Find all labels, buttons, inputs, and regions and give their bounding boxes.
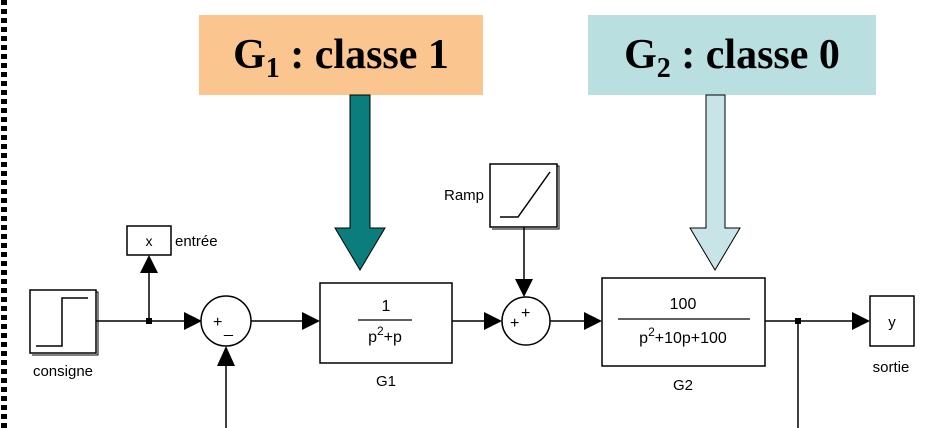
sum1-minus-sign: _ [223,320,234,337]
callout-g2-box [588,15,876,95]
g1-label: G1 [376,373,396,390]
arrowhead-ramp [515,279,533,297]
g2-label: G2 [673,377,693,394]
sortie-label: sortie [873,359,910,376]
display-x-text: x [146,233,153,249]
callout-g2-arrow [689,94,741,271]
step-block-shadow [32,291,99,356]
callout-g1-box [199,15,483,95]
ramp-label: Ramp [444,187,484,204]
callout-g2-label: G2 : classe 0 [624,32,840,84]
arrowhead-output [852,312,870,330]
arrowhead-g1-in [302,312,320,330]
entree-label: entrée [175,233,218,250]
sum2-plus-sign-left: + [510,315,519,332]
ramp-block-shadow [492,165,560,230]
step-icon [36,297,88,347]
g1-block[interactable] [319,282,453,364]
g2-denominator: p2+10p+100 [639,325,727,347]
display-y-text: y [888,314,896,331]
g1-numerator: 1 [382,298,391,315]
display-y-block[interactable] [869,295,915,347]
arrowhead-sum2-in [484,312,502,330]
arrowhead-sum1-in [184,312,202,330]
callout-g1-label: G1 : classe 1 [233,32,449,84]
g1-denominator: p2+p [368,324,402,346]
arrowhead-feedback [217,346,235,366]
consigne-label: consigne [33,363,93,380]
sum1-plus-sign: + [213,314,222,331]
display-x-block[interactable] [126,225,172,256]
sum2-plus-sign-top: + [521,305,530,322]
callout-g1-arrow [334,94,386,271]
arrowhead-display-x [140,255,158,273]
g2-block[interactable] [601,277,766,367]
step-block[interactable] [29,289,97,354]
arrowhead-g2-in [584,312,602,330]
ramp-icon [500,171,551,218]
g2-numerator: 100 [670,296,697,313]
